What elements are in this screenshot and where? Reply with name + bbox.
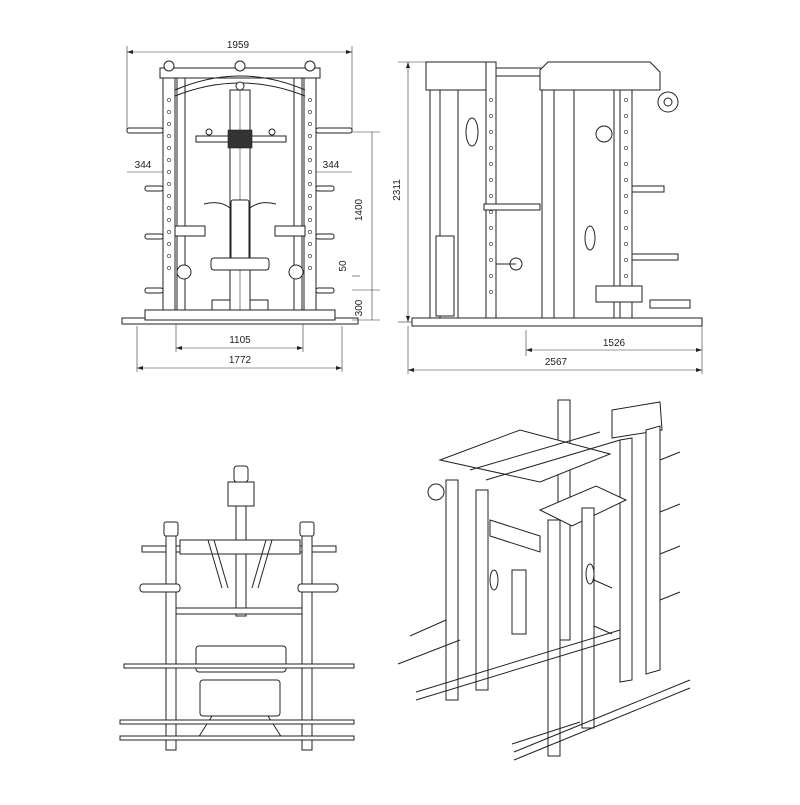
dim-label-front-base: 1772 xyxy=(229,355,252,366)
front-elevation-view: 1959 344 344 xyxy=(121,40,380,372)
dim-front-heights: 1400 50 300 xyxy=(338,131,380,321)
front-top-frame xyxy=(159,60,321,97)
top-plan-view xyxy=(119,465,355,751)
dim-side-depth-total: 2567 xyxy=(407,326,702,374)
dim-side-height: 2311 xyxy=(392,61,428,323)
weight-storage-pegs xyxy=(126,127,353,294)
persp-top-frame xyxy=(427,429,621,501)
plan-central-column xyxy=(227,465,255,617)
dim-front-inner: 1105 xyxy=(175,324,304,352)
plan-top-bars xyxy=(141,539,337,589)
front-uprights xyxy=(162,69,317,321)
side-elevation-view: 2311 xyxy=(392,61,703,374)
dim-label-side-depth-total: 2567 xyxy=(545,357,568,368)
side-right-tower xyxy=(539,61,679,321)
plan-long-bars xyxy=(119,663,355,741)
persp-front-tower xyxy=(489,485,628,757)
side-left-tower xyxy=(425,61,497,321)
dim-front-side-right: 344 xyxy=(311,160,352,176)
persp-weight-pegs xyxy=(409,451,681,637)
side-left-holes xyxy=(489,98,493,294)
side-middle-bar xyxy=(483,203,541,271)
persp-left-tower xyxy=(445,479,541,701)
dim-label-side-height: 2311 xyxy=(392,179,403,201)
dim-front-width: 1959 xyxy=(126,40,353,130)
dim-label-front-height-50: 50 xyxy=(338,260,349,272)
front-upright-holes xyxy=(167,98,312,270)
persp-base xyxy=(397,629,691,761)
dim-label-front-height-300: 300 xyxy=(354,299,365,316)
dim-front-base: 1772 xyxy=(136,326,343,372)
perspective-view xyxy=(397,399,691,761)
dim-label-front-side-right: 344 xyxy=(323,160,340,171)
persp-back-tower xyxy=(557,399,663,683)
plan-uprights xyxy=(163,521,315,751)
side-right-holes xyxy=(624,98,628,278)
dim-label-front-side-left: 344 xyxy=(135,160,152,171)
side-base xyxy=(411,317,703,327)
front-base xyxy=(121,309,359,325)
dim-label-front-inner: 1105 xyxy=(229,335,251,346)
side-top-beam xyxy=(495,67,543,77)
dim-label-side-depth-partial: 1526 xyxy=(603,338,626,349)
front-smith-bar xyxy=(195,128,287,149)
dim-label-front-height-1400: 1400 xyxy=(354,198,365,221)
dim-label-front-width: 1959 xyxy=(227,40,250,51)
plan-side-arms xyxy=(139,583,339,615)
dim-front-side-left: 344 xyxy=(127,160,169,176)
dim-side-depth-partial: 1526 xyxy=(525,326,703,374)
side-right-arms xyxy=(631,185,691,309)
front-safety-arms xyxy=(174,225,306,280)
